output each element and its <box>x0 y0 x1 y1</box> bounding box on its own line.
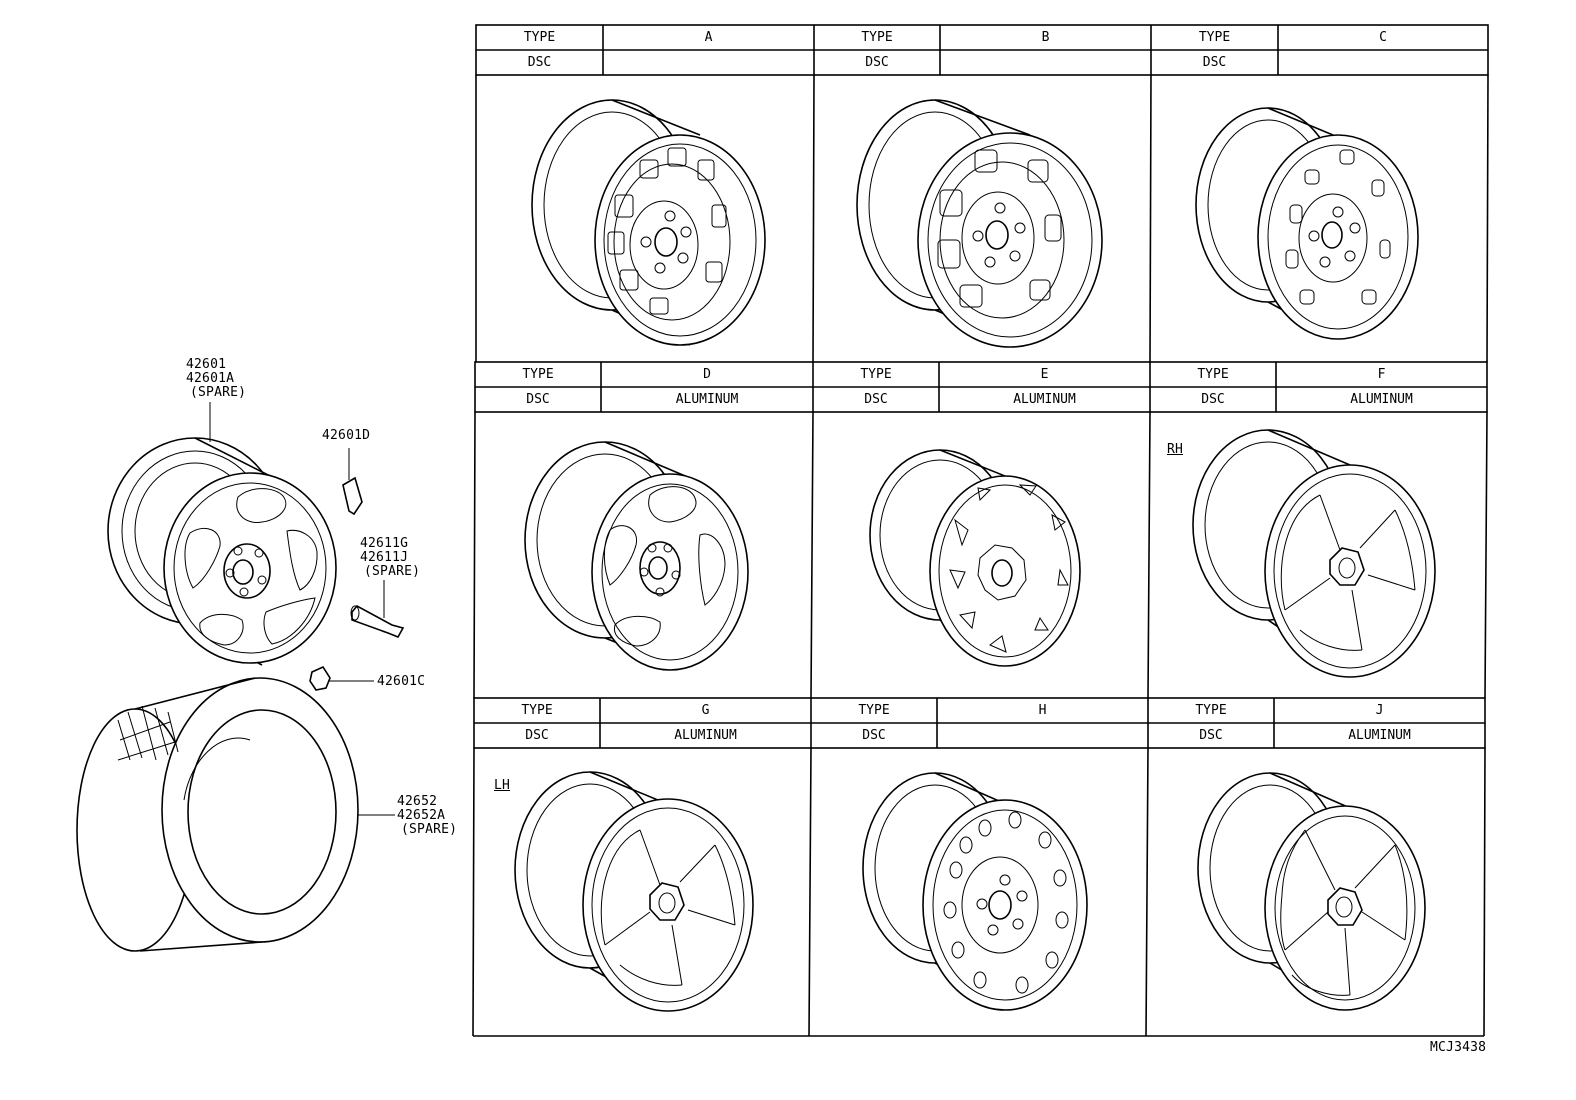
table-row-3-header <box>473 697 1486 749</box>
part-tire-spare-note: (SPARE) <box>401 822 458 837</box>
part-wheel-number: 42601 <box>186 357 227 372</box>
type-value-a: A <box>704 30 713 45</box>
part-wheel-spare-note: (SPARE) <box>190 385 247 400</box>
part-valve-number-spare: 42611J <box>360 550 409 565</box>
type-value-e: E <box>1040 367 1049 382</box>
part-valve-number: 42611G <box>360 536 409 551</box>
table-row-3-pictures <box>472 747 1486 1037</box>
valve-cap-illustration <box>342 448 363 516</box>
dsc-header: DSC <box>527 55 552 70</box>
dsc-header: DSC <box>1202 55 1227 70</box>
dsc-value-d: ALUMINUM <box>675 392 739 407</box>
dsc-value-e: ALUMINUM <box>1013 392 1076 407</box>
table-row-1-header <box>475 24 1489 76</box>
dsc-header: DSC <box>525 728 549 743</box>
wheel-type-f-drawing <box>1192 429 1436 678</box>
side-label-rh: RH <box>1167 442 1184 457</box>
dsc-value-j: ALUMINUM <box>1348 728 1411 743</box>
dsc-header: DSC <box>862 728 886 743</box>
part-valve-spare-note: (SPARE) <box>364 564 421 579</box>
dsc-header: DSC <box>864 392 888 407</box>
type-value-b: B <box>1041 30 1050 45</box>
type-value-d: D <box>703 367 711 382</box>
type-value-h: H <box>1038 703 1047 718</box>
table-row-2-header <box>474 361 1488 413</box>
dsc-header: DSC <box>526 392 550 407</box>
dsc-value-f: ALUMINUM <box>1350 392 1413 407</box>
wheel-type-h-drawing <box>862 772 1088 1011</box>
wheel-type-b-drawing <box>856 99 1103 348</box>
table-row-1-pictures <box>475 74 1489 363</box>
type-header: TYPE <box>522 367 554 382</box>
part-tire-number: 42652 <box>397 794 438 809</box>
part-tire-number-spare: 42652A <box>397 808 446 823</box>
dsc-header: DSC <box>1199 728 1223 743</box>
part-nut-number: 42601C <box>377 674 426 689</box>
lug-nut-illustration <box>309 665 374 691</box>
type-header: TYPE <box>1195 703 1227 718</box>
type-header: TYPE <box>1198 30 1231 45</box>
wheel-type-c-drawing <box>1195 107 1419 340</box>
figure-code: MCJ3438 <box>1430 1040 1487 1055</box>
part-valve-cap-number: 42601D <box>322 428 371 443</box>
type-header: TYPE <box>523 30 556 45</box>
type-value-g: G <box>701 703 710 718</box>
type-header: TYPE <box>860 367 892 382</box>
dsc-header: DSC <box>865 55 889 70</box>
dsc-header: DSC <box>1201 392 1225 407</box>
type-header: TYPE <box>521 703 553 718</box>
part-wheel-number-spare: 42601A <box>186 371 235 386</box>
type-value-f: F <box>1377 367 1386 382</box>
valve-illustration <box>350 580 405 639</box>
dsc-value-g: ALUMINUM <box>674 728 737 743</box>
type-value-j: J <box>1375 703 1384 718</box>
type-value-c: C <box>1379 30 1387 45</box>
table-grid <box>472 24 1489 1037</box>
table-row-2-pictures <box>473 411 1488 699</box>
wheel-type-d-drawing <box>524 441 749 671</box>
wheel-assembly-illustration <box>107 402 337 666</box>
type-header: TYPE <box>858 703 890 718</box>
type-header: TYPE <box>861 30 893 45</box>
side-label-lh: LH <box>494 778 511 793</box>
tire-illustration <box>76 677 395 952</box>
wheel-type-g-drawing <box>514 771 754 1012</box>
wheel-type-e-drawing <box>869 449 1081 667</box>
type-header: TYPE <box>1197 367 1229 382</box>
wheel-type-j-drawing <box>1197 772 1426 1011</box>
wheel-type-a-drawing <box>531 99 766 346</box>
